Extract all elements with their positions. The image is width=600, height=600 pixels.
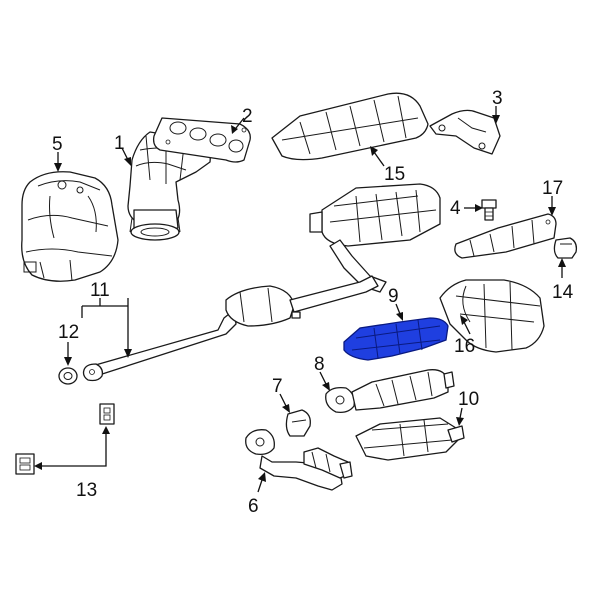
part-16-heat-shield[interactable] — [439, 279, 545, 353]
leader-lines — [34, 106, 566, 493]
callout-13: 13 — [76, 480, 97, 501]
part-6-front-pipe[interactable] — [245, 429, 353, 491]
callout-9: 9 — [388, 286, 399, 307]
callout-3: 3 — [492, 88, 503, 109]
part-13-hanger-rubbers[interactable] — [15, 403, 115, 475]
callout-16: 16 — [454, 336, 475, 357]
part-2-manifold-gasket[interactable] — [152, 117, 251, 163]
callout-1: 1 — [114, 133, 125, 154]
part-10-converter-assembly[interactable] — [355, 417, 465, 461]
callout-2: 2 — [242, 106, 253, 127]
callout-4: 4 — [450, 198, 461, 219]
callout-8: 8 — [314, 354, 325, 375]
callout-labels: 1 2 3 4 5 6 7 8 9 10 11 12 13 14 15 16 1… — [52, 88, 574, 517]
callout-6: 6 — [248, 496, 259, 517]
part-4-bolt[interactable] — [481, 199, 497, 221]
callout-12: 12 — [58, 322, 79, 343]
part-3-bracket[interactable] — [429, 109, 501, 155]
part-17-lower-heat-shield[interactable] — [454, 213, 557, 259]
callout-17: 17 — [542, 178, 563, 199]
part-15-upper-heat-shield[interactable] — [271, 92, 429, 161]
callout-11: 11 — [90, 280, 110, 301]
callout-7: 7 — [272, 376, 283, 397]
part-14-rubber-mount[interactable] — [553, 237, 578, 259]
callout-10: 10 — [458, 389, 479, 410]
muffler-assembly[interactable] — [309, 183, 441, 293]
part-1-exhaust-manifold[interactable] — [127, 131, 211, 241]
callout-15: 15 — [384, 164, 405, 185]
callout-14: 14 — [552, 282, 574, 303]
part-5-manifold-heat-shield[interactable] — [21, 171, 119, 282]
part-8-converter-pipe[interactable] — [325, 369, 455, 414]
part-7-flange-clip[interactable] — [285, 409, 311, 437]
part-11-exhaust-pipe[interactable] — [82, 275, 379, 382]
part-12-gasket-ring[interactable] — [58, 367, 78, 385]
callout-5: 5 — [52, 134, 63, 155]
part-9-heat-shield-highlighted[interactable] — [343, 317, 449, 361]
